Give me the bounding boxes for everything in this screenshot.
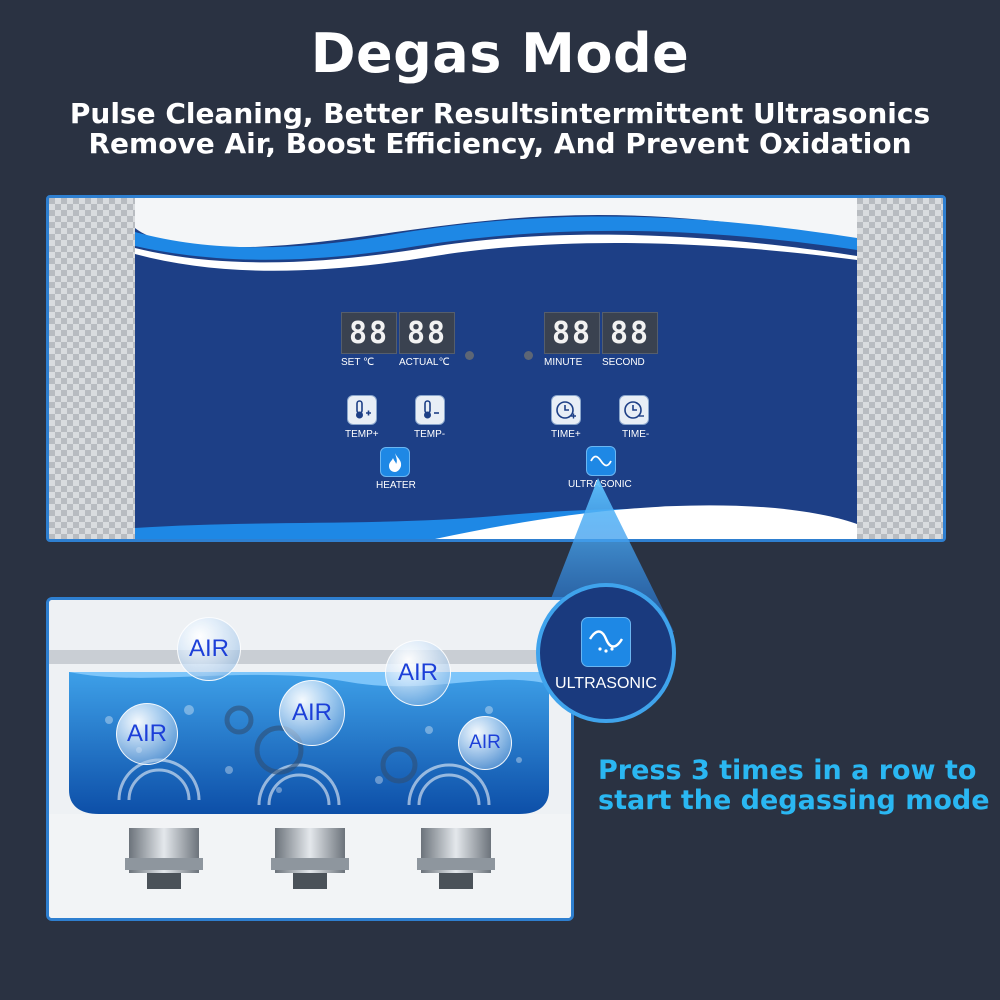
cleaning-tank-illustration: AIR AIR AIR AIR AIR	[46, 597, 574, 921]
sine-wave-icon	[590, 455, 612, 467]
page-title: Degas Mode	[310, 22, 690, 85]
ultrasonic-label: ULTRASONIC	[568, 479, 632, 490]
air-bubble: AIR	[279, 680, 345, 746]
temp-minus-label: TEMP-	[414, 429, 446, 440]
ultrasonic-callout-icon-box	[581, 617, 631, 667]
thermometer-plus-icon	[356, 400, 371, 419]
subtitle-line-1: Pulse Cleaning, Better Resultsintermitte…	[69, 97, 931, 130]
control-panel: 88 88 SET ℃ ACTUAL℃ 88 88 MINUTE SECOND …	[46, 195, 946, 542]
clock-plus-icon	[556, 401, 576, 419]
minute-display: 88	[544, 312, 600, 354]
heater-label: HEATER	[376, 480, 416, 491]
temp-indicator-dot	[465, 351, 474, 360]
actual-temp-label: ACTUAL℃	[399, 357, 450, 368]
second-label: SECOND	[602, 357, 645, 368]
minute-label: MINUTE	[544, 357, 583, 368]
panel-texture-left	[49, 198, 135, 539]
second-display: 88	[602, 312, 658, 354]
heater-button[interactable]	[380, 447, 410, 477]
time-minus-button[interactable]	[619, 395, 649, 425]
ultrasonic-button[interactable]	[586, 446, 616, 476]
air-bubble: AIR	[177, 617, 241, 681]
time-indicator-dot	[524, 351, 533, 360]
subtitle-line-2: Remove Air, Boost Efficiency, And Preven…	[88, 127, 912, 160]
thermometer-minus-icon	[424, 400, 439, 419]
air-bubble: AIR	[385, 640, 451, 706]
transducers	[125, 828, 495, 889]
temp-plus-label: TEMP+	[345, 429, 379, 440]
flame-icon	[389, 453, 402, 472]
temp-minus-button[interactable]	[415, 395, 445, 425]
panel-wave-graphic	[135, 198, 857, 539]
air-bubble: AIR	[458, 716, 512, 770]
ultrasonic-wave-icon	[588, 630, 624, 653]
set-temp-display: 88	[341, 312, 397, 354]
panel-face: 88 88 SET ℃ ACTUAL℃ 88 88 MINUTE SECOND …	[135, 198, 857, 539]
panel-texture-right	[857, 198, 943, 539]
instruction-line-2: start the degassing mode	[598, 785, 990, 816]
time-minus-label: TIME-	[622, 429, 650, 440]
temp-plus-button[interactable]	[347, 395, 377, 425]
set-temp-label: SET ℃	[341, 357, 375, 368]
time-plus-label: TIME+	[551, 429, 581, 440]
time-plus-button[interactable]	[551, 395, 581, 425]
instruction-line-1: Press 3 times in a row to	[598, 755, 977, 786]
actual-temp-display: 88	[399, 312, 455, 354]
ultrasonic-callout: ULTRASONIC	[536, 583, 676, 723]
air-bubble: AIR	[116, 703, 178, 765]
clock-minus-icon	[624, 401, 644, 419]
ultrasonic-callout-label: ULTRASONIC	[555, 675, 657, 692]
